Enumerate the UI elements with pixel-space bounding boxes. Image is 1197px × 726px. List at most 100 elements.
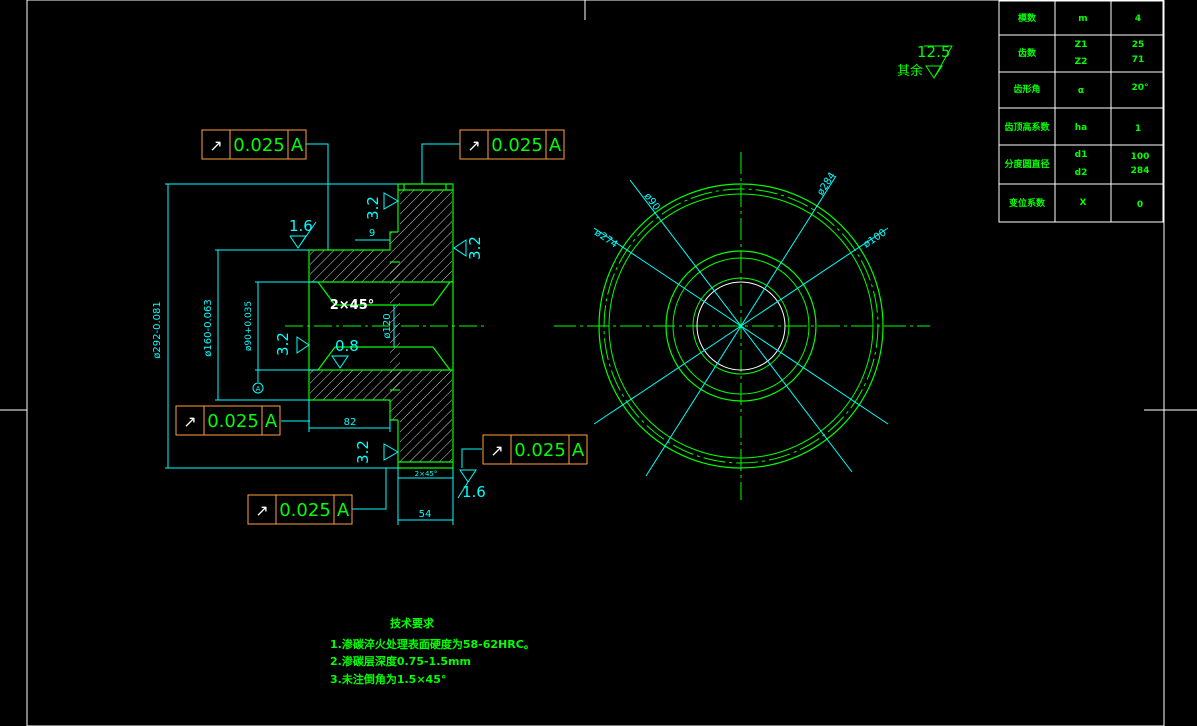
parameter-table [998,0,1164,223]
runout-icon: ↗ [467,136,480,155]
hub-outer-circle [665,250,817,402]
hub-circle [672,257,810,395]
tolerance-value: 0.025 [279,500,331,521]
roughness-rest-label: 其余 [897,63,923,79]
roughness-value: 1.6 [462,483,486,501]
section-outline [308,183,454,469]
param-name-3: 齿顶高系数 [1004,121,1050,133]
param-value-3: 1 [1135,124,1141,134]
bore-circle [696,281,786,371]
side-dim-274: ø274 [592,227,619,250]
roughness-rest-value: 12.5 [917,43,950,61]
tech-requirements-title: 技术要求 [390,616,435,630]
roughness-icon [289,221,317,249]
side-dim-100: ø100 [862,227,889,250]
roughness-values: 1.6 3.2 3.2 3.2 0.8 3.2 1.6 [274,196,486,501]
roughness-value: 3.2 [466,236,484,260]
section-view [285,183,485,469]
dim-82: 82 [344,417,357,428]
param-symbol-2: α [1078,86,1084,96]
roughness-icon [457,469,477,499]
tolerance-datum: A [572,440,585,461]
roughness-value: 3.2 [364,196,382,220]
roughness-value: 1.6 [289,217,313,235]
root-circle [608,193,874,459]
hatch-web-mid [390,232,400,420]
param-name-0: 模数 [1018,12,1037,24]
roughness-value: 0.8 [335,337,359,355]
param-value2-1: 71 [1132,55,1145,65]
param-symbol2-1: Z2 [1075,57,1088,67]
datum-marker-label: A [256,385,261,393]
param-symbol-3: ha [1075,123,1087,133]
runout-icon: ↗ [209,136,222,155]
roughness-value: 3.2 [354,440,372,464]
param-symbol-5: X [1080,198,1087,208]
tech-requirement-item: 3.未注倒角为1.5×45° [330,672,446,686]
tolerance-frame-3: ↗ 0.025 A [175,405,281,436]
tech-requirement-item: 1.渗碳淬火处理表面硬度为58-62HRC。 [330,637,535,651]
side-view: ø90 ø284 ø274 ø100 [554,152,930,500]
tolerance-value: 0.025 [491,135,543,156]
hatch-hub-bottom [310,370,400,400]
tolerance-frames: ↗ 0.025 A ↗ 0.025 A ↗ 0.025 A ↗ 0.025 A [175,129,588,525]
dim-90: ø90+0.035 [244,301,254,351]
dimension-lines [165,143,482,525]
dim-160: ø160-0.063 [203,299,214,356]
param-value2-4: 284 [1131,166,1150,176]
param-name-1: 齿数 [1018,47,1037,59]
tolerance-datum: A [337,500,350,521]
tolerance-frame-1: ↗ 0.025 A [201,129,307,160]
side-view-dim-leaders [593,175,889,477]
dim-chamfer: 2×45° [330,298,375,313]
param-symbol2-4: d2 [1075,168,1088,178]
runout-icon: ↗ [183,412,196,431]
tolerance-frame-5: ↗ 0.025 A [247,494,353,525]
param-name-4: 分度圆直径 [1004,158,1049,170]
tolerance-datum: A [265,411,278,432]
roughness-rest-symbol-icon [924,45,953,79]
tolerance-datum: A [549,135,562,156]
param-value-2: 20° [1131,83,1148,93]
hatch-gear-rim [400,190,452,462]
tolerance-value: 0.025 [207,411,259,432]
tolerance-frame-2: ↗ 0.025 A [459,129,565,160]
tolerance-value: 0.025 [233,135,285,156]
tolerance-datum: A [291,135,304,156]
roughness-icon [331,355,349,369]
bore-chamfer-circle [692,277,790,375]
dim-54: 54 [419,509,432,520]
tolerance-frame-4: ↗ 0.025 A [482,434,588,465]
roughness-icon [453,239,467,257]
param-value-4: 100 [1131,152,1150,162]
param-symbol-0: m [1078,14,1087,24]
tolerance-value: 0.025 [514,440,566,461]
param-value-0: 4 [1135,14,1141,24]
roughness-marks [289,192,477,499]
hatch-hub-top [310,250,400,282]
param-name-5: 变位系数 [1009,197,1046,209]
dim-292: ø292-0.081 [152,301,163,358]
tech-requirements: 技术要求 1.渗碳淬火处理表面硬度为58-62HRC。 2.渗碳层深度0.75-… [330,616,535,686]
roughness-value: 3.2 [274,332,292,356]
roughness-rest: 其余 12.5 [897,43,953,79]
roughness-icon [383,192,400,210]
runout-icon: ↗ [490,441,503,460]
param-value-5: 0 [1137,200,1143,210]
roughness-icon [296,336,310,354]
tip-circle [598,183,884,469]
parameter-table-text: 模数 m 4 齿数 Z1 Z2 25 71 齿形角 α 20° 齿顶高系数 ha… [1004,12,1149,210]
dim-120: ø120 [382,313,393,338]
param-value-1: 25 [1132,40,1145,50]
dimension-text: ø292-0.081 ø160-0.063 ø90+0.035 ø120 9 8… [152,228,437,520]
pitch-circle [603,188,879,464]
param-symbol-1: Z1 [1075,40,1088,50]
dim-chamfer-small: 2×45° [415,470,438,478]
param-symbol-4: d1 [1075,150,1088,160]
tech-requirement-item: 2.渗碳层深度0.75-1.5mm [330,654,471,668]
side-dim-284: ø284 [815,170,838,197]
runout-icon: ↗ [255,501,268,520]
roughness-icon [383,443,400,461]
